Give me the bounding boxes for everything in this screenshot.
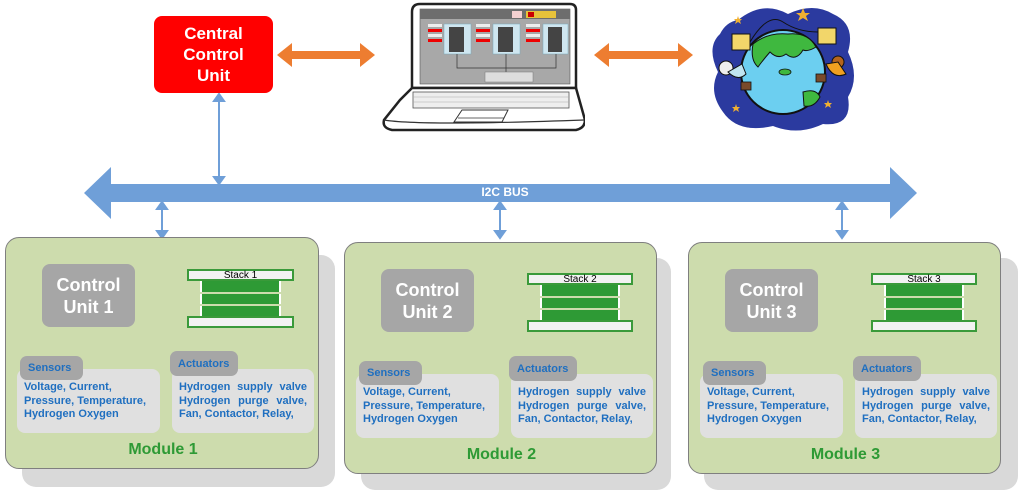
actuator-line: Hydrogen supply valve: [179, 381, 307, 393]
actuators-list: Hydrogen supply valve Hydrogen purge val…: [862, 386, 990, 427]
fuel-cell-stack-3: Stack 3: [871, 273, 977, 333]
ccu-line-2: Control: [183, 45, 244, 64]
sensors-tag: Sensors: [20, 356, 83, 380]
stack-cell: [540, 285, 620, 296]
stack-cell: [884, 285, 964, 296]
control-unit-line-1: Control: [395, 279, 460, 300]
sensors-list: Voltage, Current, Pressure, Temperature,…: [363, 386, 485, 427]
ccu-bus-connector: [212, 92, 226, 186]
ccu-line-3: Unit: [196, 66, 231, 85]
sensor-line: Hydrogen Oxygen: [707, 413, 802, 425]
sensor-line: Hydrogen Oxygen: [24, 408, 119, 420]
i2c-bus-arrow: [84, 167, 917, 219]
laptop-internet-arrow: [594, 43, 693, 67]
sensors-tag: Sensors: [359, 361, 422, 385]
module-2: Control Unit 2 Stack 2 Voltage, Current,…: [344, 242, 657, 474]
stack-top-plate: Stack 2: [527, 273, 633, 285]
actuator-line: Fan, Contactor, Relay,: [179, 408, 294, 420]
ccu-laptop-arrow: [277, 43, 375, 67]
sensor-line: Voltage, Current,: [363, 386, 451, 398]
stack-cell: [200, 294, 281, 304]
actuator-line: Hydrogen purge valve,: [518, 399, 646, 412]
control-unit-line-2: Unit 1: [63, 296, 114, 317]
control-unit-line-1: Control: [56, 274, 121, 295]
control-unit-line-2: Unit 2: [402, 301, 453, 322]
stack-cell: [884, 298, 964, 308]
module2-bus-connector: [493, 200, 507, 240]
laptop-icon: [382, 2, 585, 132]
sensors-list: Voltage, Current, Pressure, Temperature,…: [24, 381, 146, 422]
actuators-list: Hydrogen supply valve Hydrogen purge val…: [518, 386, 646, 427]
stack-cell: [884, 310, 964, 320]
central-control-unit: Central Control Unit: [154, 16, 273, 93]
stack-bottom-plate: [527, 320, 633, 332]
stack-top-plate: Stack 1: [187, 269, 294, 281]
sensor-line: Voltage, Current,: [24, 381, 112, 393]
actuators-tag: Actuators: [170, 351, 238, 376]
ccu-line-1: Central: [184, 24, 243, 43]
sensors-list: Voltage, Current, Pressure, Temperature,…: [707, 386, 829, 427]
actuator-line: Hydrogen purge valve,: [862, 399, 990, 412]
actuator-line: Fan, Contactor, Relay,: [862, 413, 977, 425]
sensor-line: Voltage, Current,: [707, 386, 795, 398]
sensor-line: Pressure, Temperature,: [363, 399, 486, 412]
stack-bottom-plate: [871, 320, 977, 332]
fuel-cell-stack-1: Stack 1: [187, 269, 294, 329]
actuator-line: Hydrogen purge valve,: [179, 394, 307, 407]
control-unit-line-1: Control: [739, 279, 804, 300]
sensor-line: Pressure, Temperature,: [24, 394, 147, 407]
i2c-bus-label: I2C BUS: [481, 185, 529, 199]
control-unit-line-2: Unit 3: [746, 301, 797, 322]
module1-bus-connector: [155, 200, 169, 240]
actuators-panel: Hydrogen supply valve Hydrogen purge val…: [511, 374, 653, 438]
stack-cell: [540, 298, 620, 308]
sensor-line: Pressure, Temperature,: [707, 399, 830, 412]
sensor-line: Hydrogen Oxygen: [363, 413, 458, 425]
module-label: Module 3: [810, 446, 881, 463]
actuators-panel: Hydrogen supply valve Hydrogen purge val…: [855, 374, 997, 438]
actuator-line: Fan, Contactor, Relay,: [518, 413, 633, 425]
module-label: Module 1: [128, 441, 198, 458]
sensors-tag: Sensors: [703, 361, 766, 385]
fuel-cell-stack-2: Stack 2: [527, 273, 633, 333]
actuators-tag: Actuators: [853, 356, 921, 381]
stack-cell: [540, 310, 620, 320]
actuator-line: Hydrogen supply valve: [862, 386, 990, 398]
globe-network-icon: [712, 8, 854, 131]
sensors-panel: Voltage, Current, Pressure, Temperature,…: [17, 369, 160, 433]
module-1: Control Unit 1 Stack 1 Voltage, Current,…: [5, 237, 319, 469]
module-label: Module 2: [466, 446, 537, 463]
module3-bus-connector: [835, 200, 849, 240]
control-unit-2: Control Unit 2: [381, 269, 474, 332]
module-3: Control Unit 3 Stack 3 Voltage, Current,…: [688, 242, 1001, 474]
laptop-screen-panels: [428, 23, 569, 83]
stack-cell: [200, 281, 281, 292]
actuator-line: Hydrogen supply valve: [518, 386, 646, 398]
actuators-tag: Actuators: [509, 356, 577, 381]
actuators-panel: Hydrogen supply valve Hydrogen purge val…: [172, 369, 314, 433]
actuators-list: Hydrogen supply valve Hydrogen purge val…: [179, 381, 307, 422]
control-unit-1: Control Unit 1: [42, 264, 135, 327]
stack-top-plate: Stack 3: [871, 273, 977, 285]
control-unit-3: Control Unit 3: [725, 269, 818, 332]
stack-cell: [200, 306, 281, 316]
stack-bottom-plate: [187, 316, 294, 328]
